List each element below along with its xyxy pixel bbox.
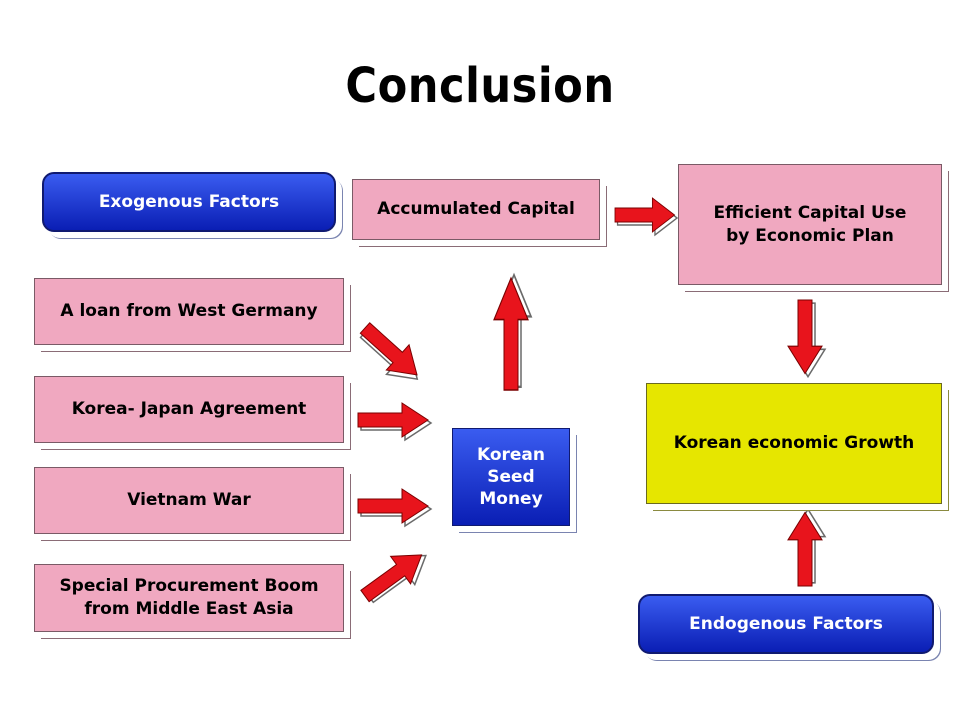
endogenous-factors-label: Endogenous Factors [689, 613, 883, 634]
efficient-capital-line2: by Economic Plan [726, 225, 894, 246]
factor-agreement-label: Korea- Japan Agreement [71, 399, 307, 420]
economic-growth-label: Korean economic Growth [673, 433, 915, 454]
factor-vietnam-box: Vietnam War [34, 467, 344, 534]
factor-procurement-line1: Special Procurement Boom [59, 576, 319, 597]
factor-procurement-line2: from Middle East Asia [84, 599, 294, 619]
factor-loan-box: A loan from West Germany [34, 278, 344, 345]
arrow-seed-to-accumulated [493, 273, 533, 391]
arrow-loan-to-seed [353, 314, 430, 393]
factor-agreement-box: Korea- Japan Agreement [34, 376, 344, 443]
seed-money-line3: Money [479, 489, 543, 510]
arrow-agreement-to-seed [357, 402, 432, 441]
seed-money-line2: Seed [487, 466, 535, 487]
efficient-capital-box: Efficient Capital Use by Economic Plan [678, 164, 942, 285]
arrow-vietnam-to-seed [357, 488, 432, 527]
page-title: Conclusion [345, 58, 615, 114]
factor-procurement-box: Special Procurement Boom from Middle Eas… [34, 564, 344, 632]
accumulated-capital-label: Accumulated Capital [377, 199, 575, 220]
efficient-capital-line1: Efficient Capital Use [713, 202, 907, 223]
exogenous-factors-label: Exogenous Factors [98, 191, 280, 212]
seed-money-box: Korean Seed Money [452, 428, 570, 526]
arrow-efficient-to-growth [787, 299, 826, 378]
endogenous-factors-box: Endogenous Factors [638, 594, 934, 654]
arrow-procurement-to-seed [354, 540, 437, 612]
seed-money-line1: Korean [476, 444, 546, 465]
factor-loan-label: A loan from West Germany [60, 301, 318, 322]
arrow-accumulated-to-efficient [614, 197, 678, 236]
arrow-endogenous-to-growth [787, 508, 826, 587]
exogenous-factors-box: Exogenous Factors [42, 172, 336, 232]
factor-vietnam-label: Vietnam War [127, 490, 251, 511]
accumulated-capital-box: Accumulated Capital [352, 179, 600, 240]
economic-growth-box: Korean economic Growth [646, 383, 942, 504]
